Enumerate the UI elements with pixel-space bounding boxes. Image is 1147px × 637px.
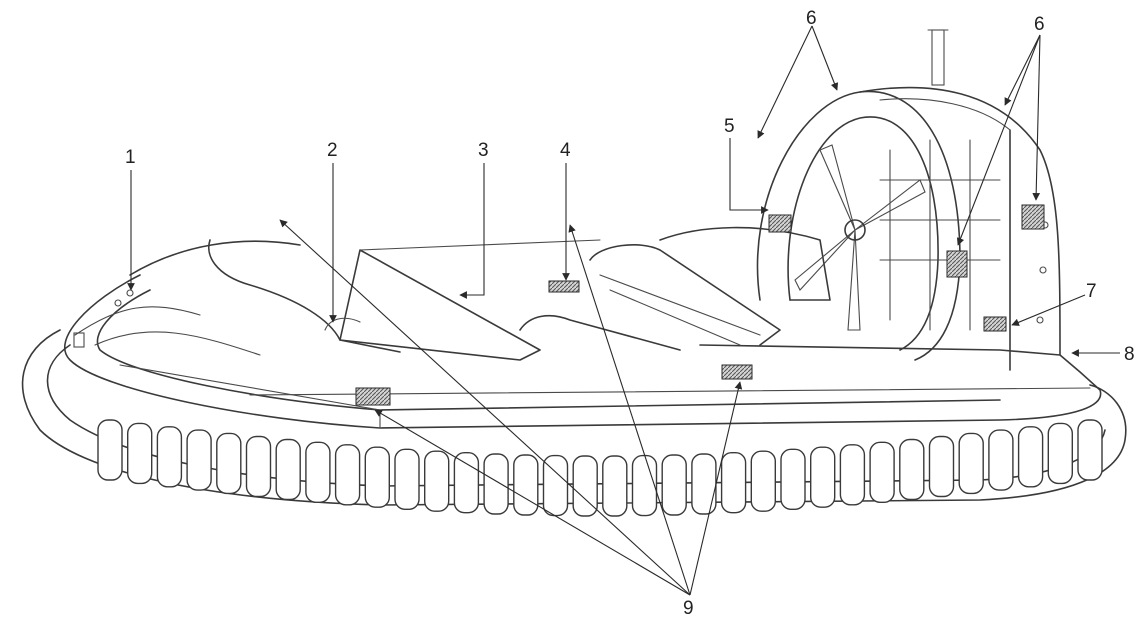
callout-3: 3 <box>478 140 489 161</box>
decal-9-right <box>721 364 753 380</box>
skirt-segment <box>513 454 539 516</box>
callout-2: 2 <box>327 140 338 161</box>
skirt-segment <box>394 448 420 510</box>
skirt-segment <box>275 438 301 501</box>
callout-7: 7 <box>1086 281 1097 302</box>
callout-labels: 1 2 3 4 5 6 6 7 8 9 <box>125 8 1135 619</box>
skirt-segment <box>691 453 717 515</box>
skirt-segment <box>305 441 331 503</box>
skirt-segment <box>126 422 153 485</box>
skirt-segment <box>631 454 658 517</box>
decal-9-left <box>355 387 391 406</box>
decal-7 <box>983 316 1007 332</box>
skirt-segment <box>661 454 687 516</box>
skirt-segment <box>869 441 895 503</box>
decal-4 <box>548 280 580 293</box>
decal-6-left <box>946 250 968 278</box>
skirt-segment <box>453 452 480 514</box>
skirt-segment <box>780 448 806 510</box>
skirt-segment <box>186 429 212 491</box>
callout-5: 5 <box>724 116 735 137</box>
skirt-segment <box>1017 426 1044 488</box>
skirt-segment <box>483 453 509 515</box>
skirt-segment <box>899 438 925 501</box>
skirt-segment <box>839 444 866 506</box>
skirt-segment <box>245 435 272 498</box>
skirt-segment <box>720 452 747 514</box>
propeller-duct <box>756 29 1061 371</box>
skirt-segment <box>988 429 1014 491</box>
skirt-segment <box>216 432 242 495</box>
skirt-segment <box>334 444 361 506</box>
callout-8: 8 <box>1124 344 1135 365</box>
cockpit <box>324 226 831 361</box>
skirt-segment <box>364 446 390 508</box>
leader-lines <box>127 25 1120 596</box>
skirt-segment <box>810 446 836 508</box>
decal-6-right <box>1021 204 1045 230</box>
skirt-segment <box>1077 419 1103 481</box>
callout-6-right: 6 <box>1034 14 1045 35</box>
skirt-segment <box>928 435 955 498</box>
skirt-segment <box>424 450 450 512</box>
skirt-segment <box>156 426 183 488</box>
skirt-segment <box>750 450 776 512</box>
decals <box>355 204 1045 406</box>
callout-9: 9 <box>683 598 694 619</box>
decal-5 <box>768 214 792 233</box>
skirt-segments <box>97 419 1103 517</box>
hull <box>63 239 1102 429</box>
skirt <box>21 329 1127 517</box>
callout-1: 1 <box>125 147 136 168</box>
skirt-segment <box>572 455 598 517</box>
callout-6-left: 6 <box>806 8 817 29</box>
callout-4: 4 <box>560 140 571 161</box>
skirt-segment <box>1047 422 1074 485</box>
skirt-segment <box>97 419 123 481</box>
skirt-segment <box>602 455 628 517</box>
skirt-segment <box>958 432 984 495</box>
